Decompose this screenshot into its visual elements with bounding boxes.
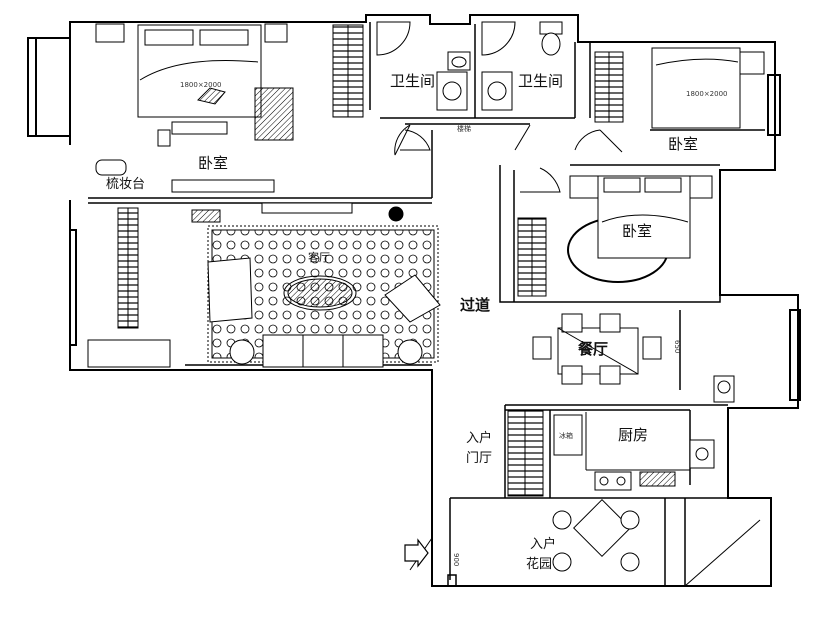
label-bathroom-2: 卫生间	[518, 72, 564, 90]
dimension-bed-ne: 1800×2000	[686, 90, 728, 98]
label-bedroom-center: 卧室	[622, 222, 653, 240]
label-master-bedroom: 卧室	[198, 154, 229, 172]
sofa-main	[262, 334, 384, 368]
label-dining-room: 餐厅	[578, 340, 609, 358]
garden-set	[552, 499, 761, 587]
door-bath-2	[514, 124, 531, 151]
dimension-bed-master: 1800×2000	[180, 81, 222, 89]
plant	[388, 206, 404, 222]
armchair-right	[384, 274, 441, 323]
label-entry-garden-2: 花园	[526, 557, 553, 572]
bathroom-fixtures	[376, 21, 563, 111]
interior-walls	[88, 22, 771, 587]
dimension-entry: 900	[452, 553, 460, 567]
door-center-bedroom	[520, 167, 561, 193]
living-furniture	[87, 202, 441, 368]
dining-cabinet	[713, 375, 735, 403]
tv-stand	[261, 202, 353, 214]
dresser	[95, 159, 127, 176]
center-bed	[567, 175, 713, 283]
label-entry-hall-1: 入户	[466, 431, 493, 446]
armchair-left	[207, 257, 253, 323]
kitchen-fixtures	[553, 412, 715, 491]
window-ne-bedroom	[767, 74, 781, 136]
label-dresser: 梳妆台	[106, 177, 146, 192]
label-corridor: 过道	[460, 296, 491, 314]
door-master-bedroom	[400, 129, 431, 151]
outer-walls	[27, 14, 801, 587]
window-living-west	[69, 229, 77, 346]
label-living-room: 客厅	[308, 251, 330, 264]
label-bedroom-ne: 卧室	[668, 135, 699, 153]
label-entry-garden-1: 入户	[530, 537, 557, 552]
dining-set	[532, 313, 662, 385]
fridge	[553, 414, 583, 456]
ne-bed	[651, 47, 765, 129]
dimension-dining: 650	[673, 340, 681, 354]
label-entry-hall-2: 门厅	[466, 451, 493, 466]
entry-arrow-icon	[404, 538, 429, 568]
wall-master-bedroom	[69, 14, 799, 587]
wardrobes	[117, 24, 624, 497]
label-kitchen: 厨房	[618, 426, 649, 444]
door-ne-bedroom	[574, 129, 623, 153]
coffee-table	[287, 278, 353, 308]
window-dining	[789, 309, 801, 401]
window-master-bedroom	[27, 37, 71, 137]
tv-cabinet	[171, 179, 275, 193]
label-stair: 楼梯	[457, 125, 471, 133]
label-bathroom-1: 卫生间	[390, 72, 436, 90]
label-fridge: 冰箱	[559, 432, 573, 440]
master-bed	[95, 23, 294, 176]
